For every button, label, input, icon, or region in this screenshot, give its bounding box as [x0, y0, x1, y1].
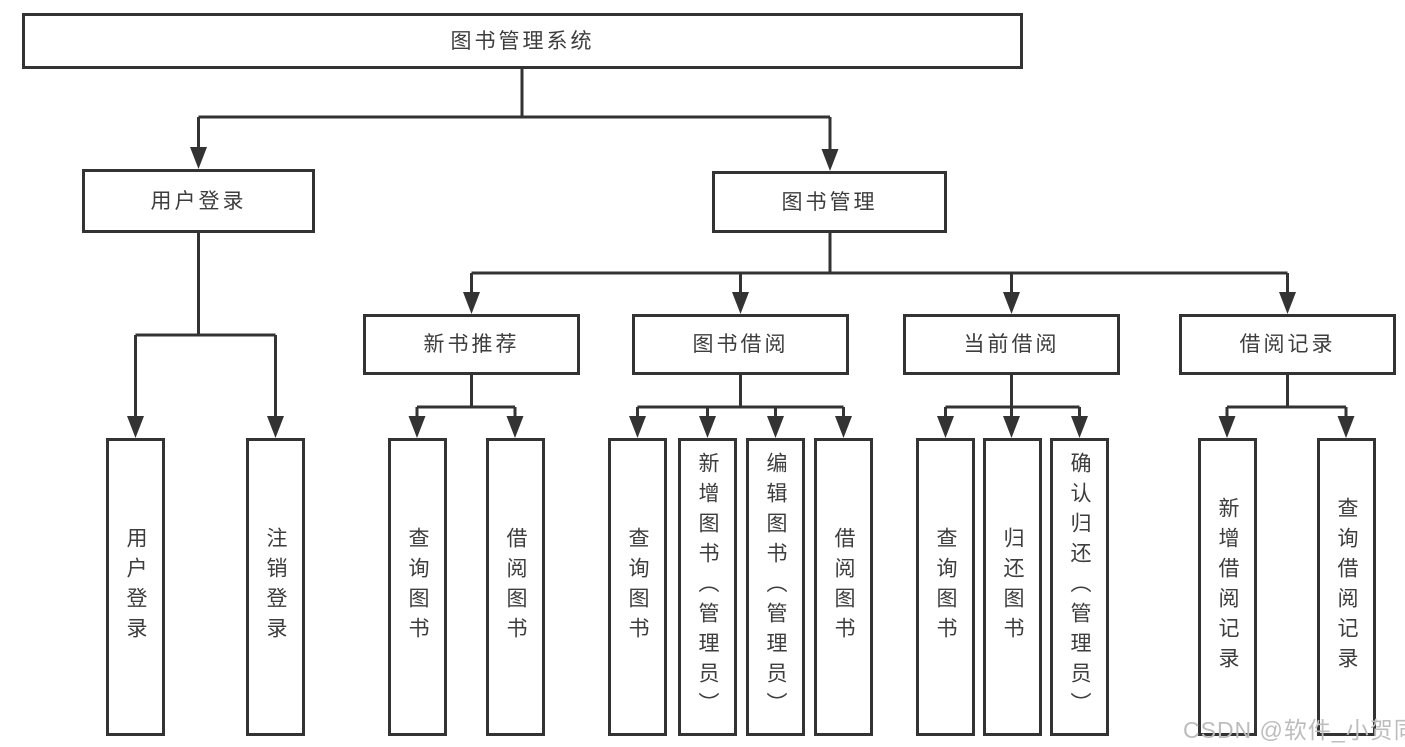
- leaf-query-books-borrow-label: 查询图书: [626, 527, 649, 647]
- node-book-borrowing: 图书借阅: [632, 314, 849, 375]
- leaf-confirm-return-admin-label: 确认归还（管理员）: [1068, 452, 1091, 722]
- leaf-add-books-admin-label: 新增图书（管理员）: [696, 452, 719, 722]
- leaf-query-books-borrow: 查询图书: [608, 438, 667, 736]
- node-borrowing-records: 借阅记录: [1179, 314, 1396, 375]
- node-new-book-recommendation-label: 新书推荐: [423, 333, 520, 356]
- leaf-query-books-current-label: 查询图书: [934, 527, 957, 647]
- leaf-return-books-label: 归还图书: [1001, 527, 1024, 647]
- leaf-return-books: 归还图书: [983, 438, 1042, 736]
- leaf-user-login-label: 用户登录: [124, 527, 147, 647]
- leaf-borrow-books-recommend-label: 借阅图书: [504, 527, 527, 647]
- leaf-edit-books-admin: 编辑图书（管理员）: [746, 438, 805, 736]
- leaf-query-borrow-record: 查询借阅记录: [1317, 438, 1376, 736]
- node-book-management-label: 图书管理: [781, 190, 878, 214]
- leaf-logout-label: 注销登录: [264, 527, 287, 647]
- node-book-borrowing-label: 图书借阅: [692, 333, 789, 356]
- node-borrowing-records-label: 借阅记录: [1239, 333, 1336, 356]
- arrowhead-icons: [127, 147, 1355, 438]
- leaf-confirm-return-admin: 确认归还（管理员）: [1050, 438, 1109, 736]
- node-current-borrowing: 当前借阅: [903, 314, 1120, 375]
- node-user-login: 用户登录: [82, 169, 315, 233]
- leaf-user-login: 用户登录: [106, 438, 165, 736]
- node-library-system-label: 图书管理系统: [450, 29, 595, 53]
- node-user-login-label: 用户登录: [150, 189, 247, 213]
- leaf-add-books-admin: 新增图书（管理员）: [678, 438, 737, 736]
- node-new-book-recommendation: 新书推荐: [363, 314, 580, 375]
- leaf-query-borrow-record-label: 查询借阅记录: [1335, 497, 1358, 677]
- leaf-borrow-books-label: 借阅图书: [832, 527, 855, 647]
- csdn-watermark: CSDN @软件_小贺同学: [1183, 717, 1405, 743]
- leaf-query-books-recommend-label: 查询图书: [406, 527, 429, 647]
- leaf-borrow-books: 借阅图书: [814, 438, 873, 736]
- leaf-logout: 注销登录: [246, 438, 305, 736]
- node-book-management: 图书管理: [712, 171, 947, 233]
- leaf-edit-books-admin-label: 编辑图书（管理员）: [764, 452, 787, 722]
- node-library-system: 图书管理系统: [22, 13, 1023, 69]
- leaf-query-books-recommend: 查询图书: [388, 438, 447, 736]
- leaf-add-borrow-record: 新增借阅记录: [1198, 438, 1257, 736]
- node-current-borrowing-label: 当前借阅: [963, 333, 1060, 356]
- leaf-query-books-current: 查询图书: [916, 438, 975, 736]
- leaf-borrow-books-recommend: 借阅图书: [486, 438, 545, 736]
- leaf-add-borrow-record-label: 新增借阅记录: [1216, 497, 1239, 677]
